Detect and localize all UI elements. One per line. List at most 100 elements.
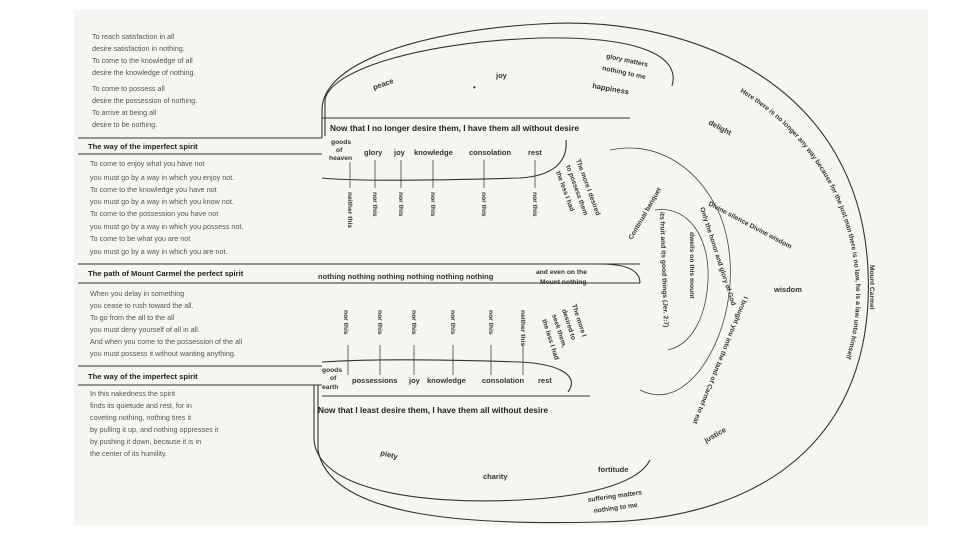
- lower-not: nor this: [449, 310, 456, 335]
- lower-not: neither this: [519, 310, 526, 346]
- stanza-line: To go from the all to the all: [90, 313, 175, 322]
- lower-not: nor this: [342, 310, 349, 335]
- lower-not: nor this: [376, 310, 383, 335]
- summit-label-fortitude: fortitude: [598, 465, 628, 474]
- section1-stanza: To come to enjoy what you have not you m…: [90, 159, 243, 256]
- stanza-line: you must deny yourself of all in all.: [90, 325, 200, 334]
- stanza-line: And when you come to the possession of t…: [90, 337, 243, 346]
- stanza-line: you must go by a way in which you enjoy …: [90, 173, 234, 182]
- lower-item: knowledge: [427, 376, 466, 385]
- intro-line: To reach satisfaction in all: [92, 32, 175, 41]
- lower-not: nor this: [487, 310, 494, 335]
- lower-path-top: [321, 359, 572, 393]
- lower-not: nor this: [410, 310, 417, 335]
- summit-label-suffering-2: nothing to me: [593, 502, 638, 515]
- stanza-line: you cease to rush toward the all.: [90, 301, 193, 310]
- section-header: The way of the imperfect spirit: [88, 372, 198, 381]
- intro-line: To come to the knowledge of all: [92, 56, 193, 65]
- lower-item: rest: [538, 376, 552, 385]
- goods-of-heaven: heaven: [329, 155, 352, 162]
- upper-not: nor this: [480, 192, 487, 217]
- goods-of-earth: earth: [322, 384, 338, 391]
- stanza-line: you must go by a way in which you are no…: [90, 247, 227, 256]
- section2-stanza: When you delay in something you cease to…: [90, 289, 243, 358]
- inner-text: its fruit and its good things (Jer. 2:7): [658, 212, 669, 328]
- stanza-line: by pulling it up, and nothing oppresses …: [90, 425, 218, 434]
- lower-path-outline: [313, 385, 651, 502]
- outer-arc-text: Here there is no longer any way because …: [739, 88, 861, 361]
- stanza-line: In this nakedness the spirit: [90, 389, 175, 398]
- stanza-line: To come to the possession you have not: [90, 209, 218, 218]
- summit-label-peace: peace: [372, 76, 395, 92]
- intro-line: desire satisfaction in nothing.: [92, 44, 185, 53]
- stanza-line: coveting nothing, nothing tires it: [90, 413, 191, 422]
- lower-item: possessions: [352, 376, 397, 385]
- inner-spiral-outer: [609, 147, 731, 396]
- stanza-line: by pushing it down, because it is in: [90, 437, 201, 446]
- summit-label-charity: charity: [483, 472, 508, 481]
- middle-path-end: and even on the: [536, 269, 587, 276]
- intro-line: desire to be nothing.: [92, 120, 157, 129]
- stanza-line: you must possess it without wanting anyt…: [90, 349, 236, 358]
- inner-text: Only the honor and glory of God: [698, 206, 736, 306]
- intro-stanza: To reach satisfaction in all desire sati…: [92, 32, 197, 129]
- stanza-line: you must go by a way in which you know n…: [90, 197, 234, 206]
- intro-line: desire the possession of nothing.: [92, 96, 197, 105]
- goods-of-earth: goods: [322, 367, 342, 374]
- stanza-line: To come to enjoy what you have not: [90, 159, 205, 168]
- upper-path-outline: [324, 37, 674, 136]
- inner-text: dwells on this mount: [688, 232, 695, 299]
- middle-path: nothing nothing nothing nothing nothing …: [318, 269, 587, 286]
- lower-item: consolation: [482, 376, 525, 385]
- upper-caption: Now that I no longer desire them, I have…: [330, 123, 579, 133]
- upper-item: rest: [528, 148, 542, 157]
- summit-label-piety: piety: [380, 448, 400, 461]
- lower-item: joy: [408, 376, 421, 385]
- upper-item: joy: [393, 148, 406, 157]
- stanza-line: To come to the knowledge you have not: [90, 185, 217, 194]
- upper-not: nor this: [531, 192, 538, 217]
- intro-line: To come to possess all: [92, 84, 165, 93]
- stanza-line: finds its quietude and rest, for in: [90, 401, 192, 410]
- goods-of-heaven: of: [336, 147, 343, 154]
- summit-label-delight: delight: [707, 118, 733, 138]
- upper-item: knowledge: [414, 148, 453, 157]
- outer-mount-outline: [317, 22, 869, 524]
- section-header: The path of Mount Carmel the perfect spi…: [88, 269, 244, 278]
- inner-text: I brought you into the land of Carmel to…: [691, 295, 749, 425]
- section3-stanza: In this nakedness the spirit finds its q…: [90, 389, 218, 458]
- section-header: The way of the imperfect spirit: [88, 142, 198, 151]
- stanza-line: you must go by a way in which you posses…: [90, 222, 243, 231]
- dot: •: [473, 83, 476, 92]
- mount-carmel-label: Mount Carmel: [868, 265, 875, 310]
- goods-of-earth: of: [330, 375, 337, 382]
- upper-item: glory: [364, 148, 383, 157]
- upper-path: goods of heaven glory joy knowledge cons…: [329, 123, 601, 228]
- upper-not: nor this: [371, 192, 378, 217]
- upper-not: nor this: [429, 192, 436, 217]
- upper-not: nor this: [397, 192, 404, 217]
- stanza-line: the center of its humility.: [90, 449, 167, 458]
- stanza-line: To come to be what you are not: [90, 234, 190, 243]
- summit-label-happiness: happiness: [592, 81, 630, 96]
- middle-path-text: nothing nothing nothing nothing nothing …: [318, 272, 494, 281]
- lower-caption: Now that I least desire them, I have the…: [318, 405, 548, 415]
- middle-path-end: Mount nothing: [540, 279, 586, 286]
- summit-label-wisdom: wisdom: [773, 285, 802, 294]
- scanned-page: [74, 10, 928, 525]
- upper-not: neither this: [346, 192, 353, 228]
- summit-label-glory-2: nothing to me: [602, 65, 647, 81]
- intro-line: desire the knowledge of nothing.: [92, 68, 196, 77]
- lower-path: nor this nor this nor this nor this nor …: [318, 303, 587, 415]
- upper-path-bottom: [321, 139, 567, 181]
- upper-item: consolation: [469, 148, 512, 157]
- intro-line: To arrive at being all: [92, 108, 157, 117]
- summit-label-justice: justice: [702, 425, 728, 445]
- inner-spiral-inner: [654, 209, 709, 351]
- inner-text: Divine silence Divine wisdom: [707, 201, 793, 251]
- stanza-line: When you delay in something: [90, 289, 184, 298]
- middle-path-end: [599, 263, 641, 284]
- summit-label-joy: joy: [495, 71, 508, 80]
- goods-of-heaven: goods: [331, 139, 351, 146]
